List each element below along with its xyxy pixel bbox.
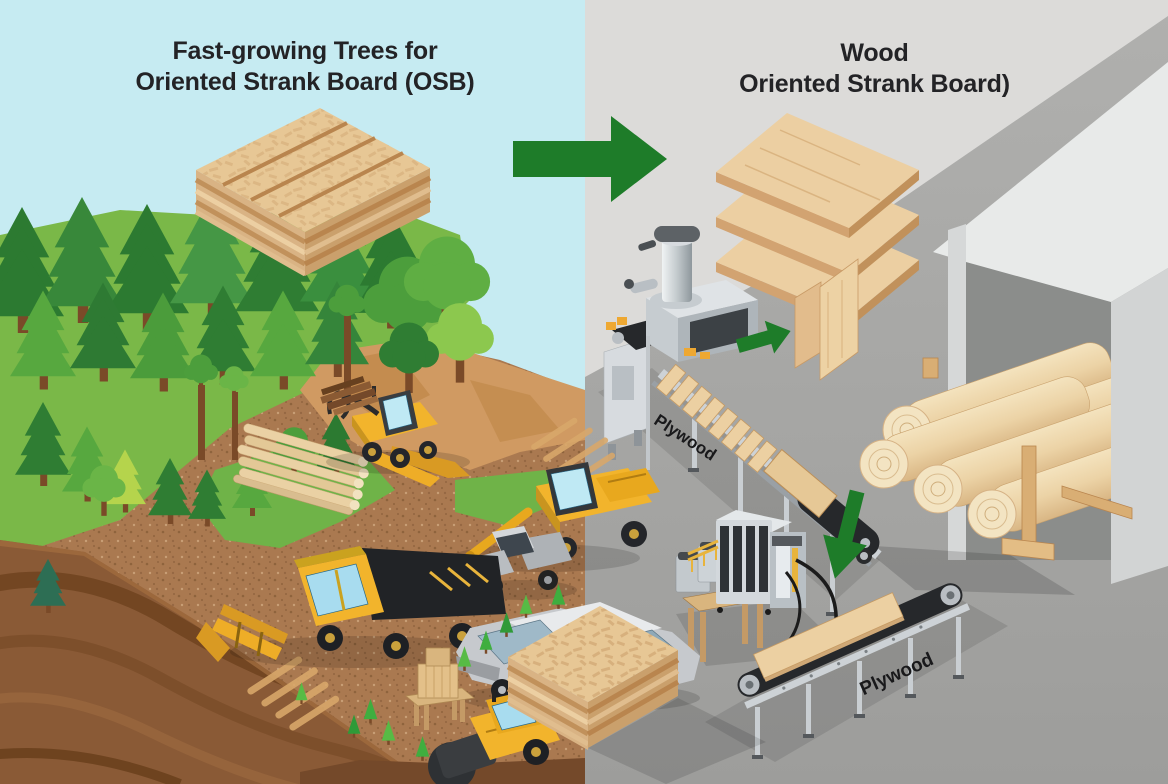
strand-conveyor xyxy=(651,363,882,616)
right-title-line2: Oriented Strank Board) xyxy=(739,70,1010,98)
log-loader-vehicle xyxy=(320,375,470,487)
wooden-crate-stand xyxy=(405,647,475,730)
left-title-line2: Oriented Strank Board (OSB) xyxy=(135,68,475,96)
felled-logs xyxy=(233,423,369,515)
right-title: Wood Oriented Strank Board) xyxy=(702,38,1047,100)
left-title: Fast-growing Trees for Oriented Strank B… xyxy=(70,36,540,98)
skid-marks xyxy=(247,417,616,731)
output-conveyor xyxy=(705,583,1008,762)
arrow-to-sheets xyxy=(735,320,791,354)
log-stand xyxy=(922,357,1133,561)
process-arrow-main xyxy=(513,116,667,202)
right-title-line1: Wood xyxy=(840,39,909,67)
forwarder-truck xyxy=(196,546,506,668)
left-title-line1: Fast-growing Trees for xyxy=(172,37,438,65)
arrow-to-conveyor xyxy=(823,489,867,579)
forest-trees xyxy=(0,194,494,613)
osb-sheet-stack-floating xyxy=(716,113,919,328)
plywood-sheets-standing xyxy=(794,258,859,381)
warehouse-right-wall xyxy=(1111,268,1168,584)
osb-stack-floating-left xyxy=(194,108,432,277)
osb-stack-bottom xyxy=(506,606,766,784)
